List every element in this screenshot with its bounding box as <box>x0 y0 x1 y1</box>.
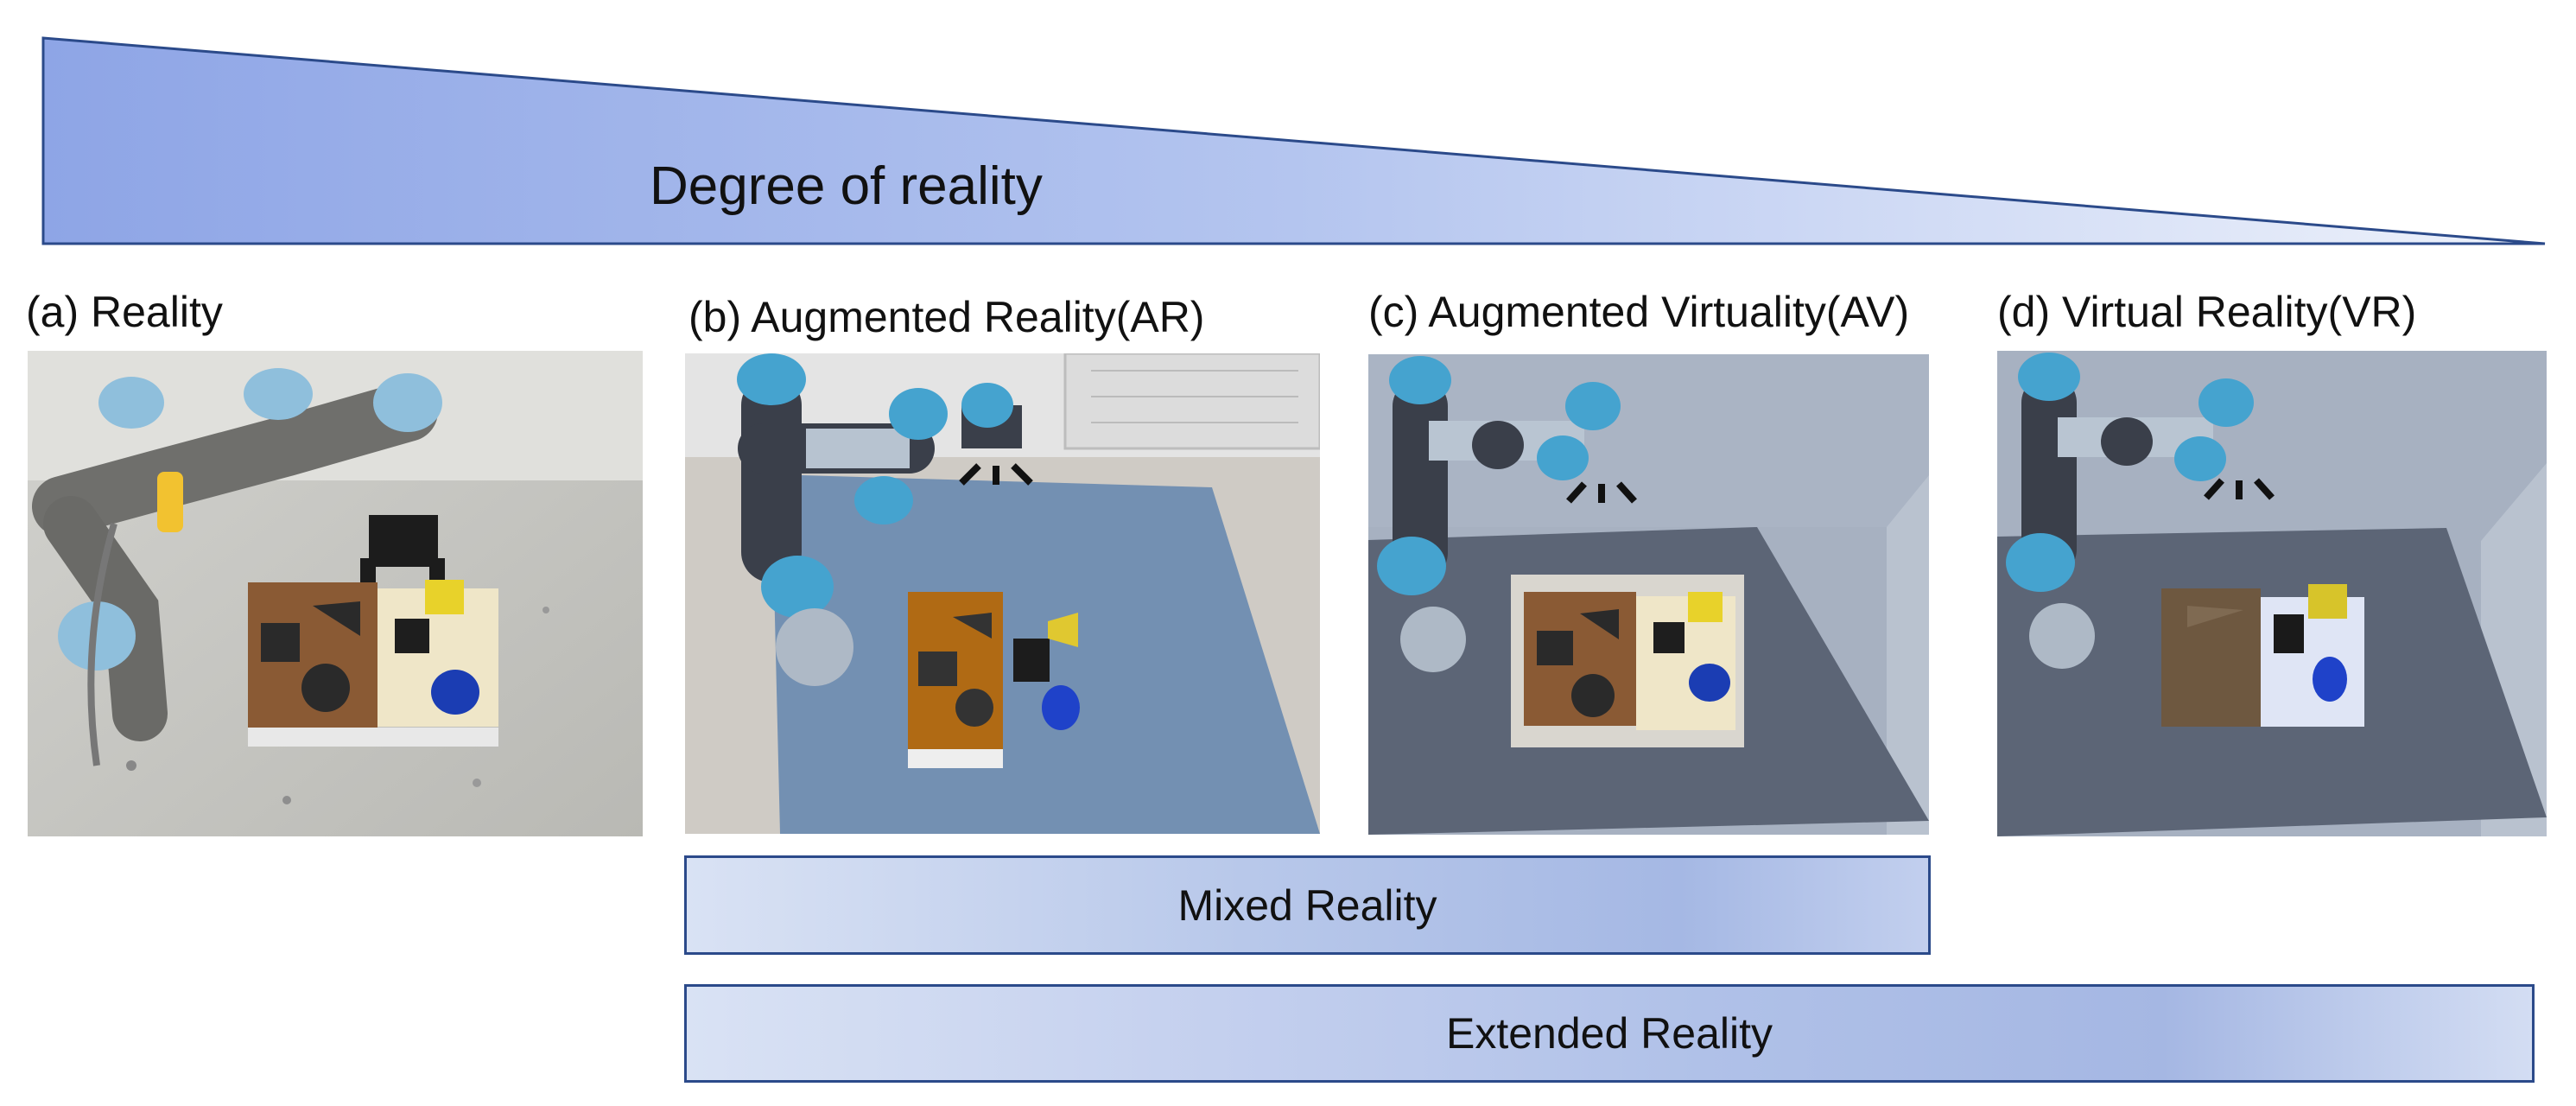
panel-title-ar: (b) Augmented Reality(AR) <box>688 293 1205 341</box>
degree-of-reality-wedge <box>41 36 2546 245</box>
augmented-virtuality-photo <box>1368 354 1929 835</box>
augmented-reality-photo <box>685 353 1320 834</box>
mixed-reality-band: Mixed Reality <box>684 855 1931 955</box>
extended-reality-label: Extended Reality <box>1445 1009 1773 1058</box>
panel-title-vr: (d) Virtual Reality(VR) <box>1997 288 2417 336</box>
wedge-label: Degree of reality <box>650 156 1043 216</box>
panel-title-av: (c) Augmented Virtuality(AV) <box>1368 288 1910 336</box>
extended-reality-band: Extended Reality <box>684 984 2535 1083</box>
virtual-reality-photo <box>1997 351 2547 836</box>
mixed-reality-label: Mixed Reality <box>1177 880 1437 930</box>
reality-photo <box>28 351 643 836</box>
panel-title-reality: (a) Reality <box>26 288 223 336</box>
